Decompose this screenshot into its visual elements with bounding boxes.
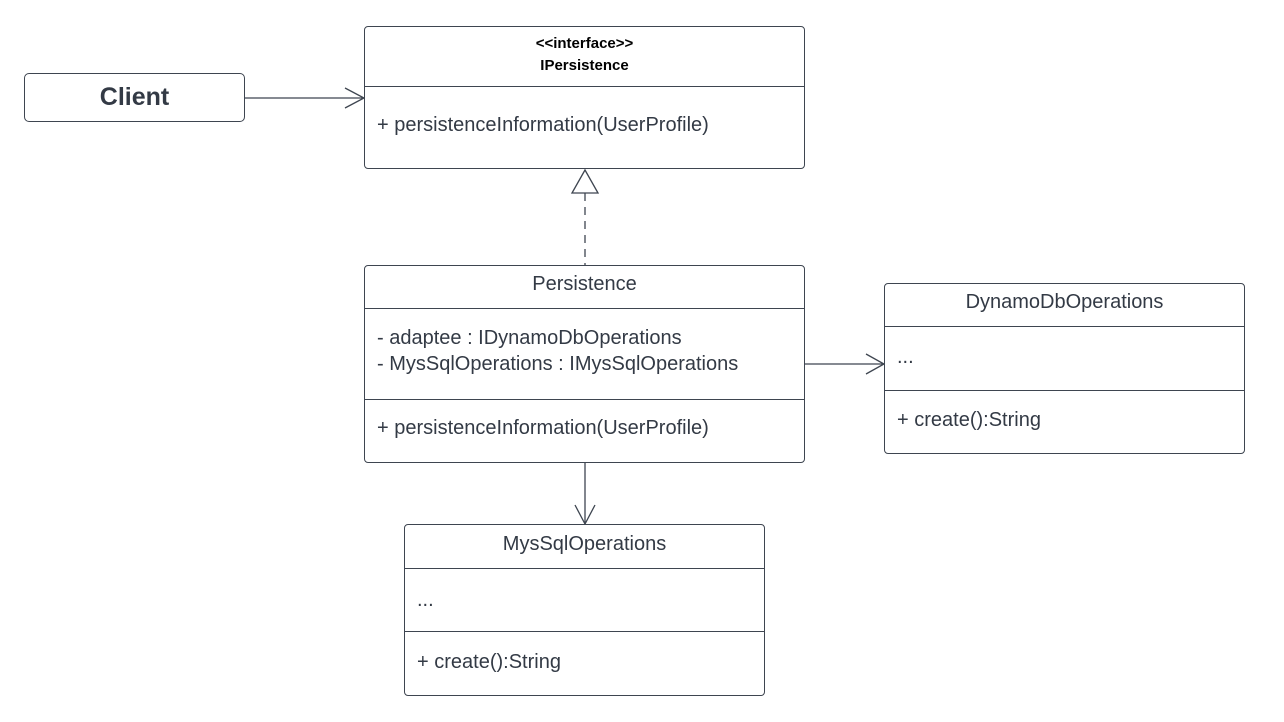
client-label: Client <box>99 83 170 111</box>
dynamo-attributes: ... <box>885 326 1244 391</box>
client-box[interactable]: Client <box>24 73 245 122</box>
persistence-header: Persistence <box>365 266 804 308</box>
mysql-name: MysSqlOperations <box>502 533 667 555</box>
persistence-methods: + persistenceInformation(UserProfile) <box>365 399 804 462</box>
persistence-to-mysql-association <box>574 463 596 526</box>
ipersistence-interface-box[interactable]: <<interface>> IPersistence + persistence… <box>364 26 805 169</box>
mysql-attributes: ... <box>405 568 764 632</box>
persistence-class-box[interactable]: Persistence - adaptee : IDynamoDbOperati… <box>364 265 805 463</box>
persistence-to-ipersistence-realization <box>570 168 600 265</box>
persistence-method: + persistenceInformation(UserProfile) <box>377 417 709 439</box>
mysql-method: + create():String <box>417 651 561 673</box>
dynamo-attribute: ... <box>897 346 914 368</box>
mysql-methods: + create():String <box>405 631 764 695</box>
dynamo-method: + create():String <box>897 409 1041 431</box>
ipersistence-stereotype: <<interface>> <box>535 35 634 52</box>
dynamo-class-box[interactable]: DynamoDbOperations ... + create():String <box>884 283 1245 454</box>
mysql-header: MysSqlOperations <box>405 525 764 568</box>
dynamo-name: DynamoDbOperations <box>965 291 1164 313</box>
persistence-attributes: - adaptee : IDynamoDbOperations - MysSql… <box>365 308 804 400</box>
ipersistence-method: + persistenceInformation(UserProfile) <box>377 114 709 136</box>
persistence-attribute-mysql: - MysSqlOperations : IMysSqlOperations <box>377 353 739 375</box>
dynamo-header: DynamoDbOperations <box>885 284 1244 326</box>
mysql-attribute: ... <box>417 589 434 611</box>
persistence-attribute-adaptee: - adaptee : IDynamoDbOperations <box>377 327 682 349</box>
dynamo-methods: + create():String <box>885 390 1244 453</box>
client-to-ipersistence-association <box>245 87 366 109</box>
persistence-to-dynamo-association <box>805 353 886 375</box>
ipersistence-header: <<interface>> IPersistence <box>365 27 804 87</box>
mysql-class-box[interactable]: MysSqlOperations ... + create():String <box>404 524 765 696</box>
persistence-name: Persistence <box>532 273 637 295</box>
ipersistence-methods: + persistenceInformation(UserProfile) <box>365 86 804 168</box>
ipersistence-name: IPersistence <box>540 57 629 74</box>
